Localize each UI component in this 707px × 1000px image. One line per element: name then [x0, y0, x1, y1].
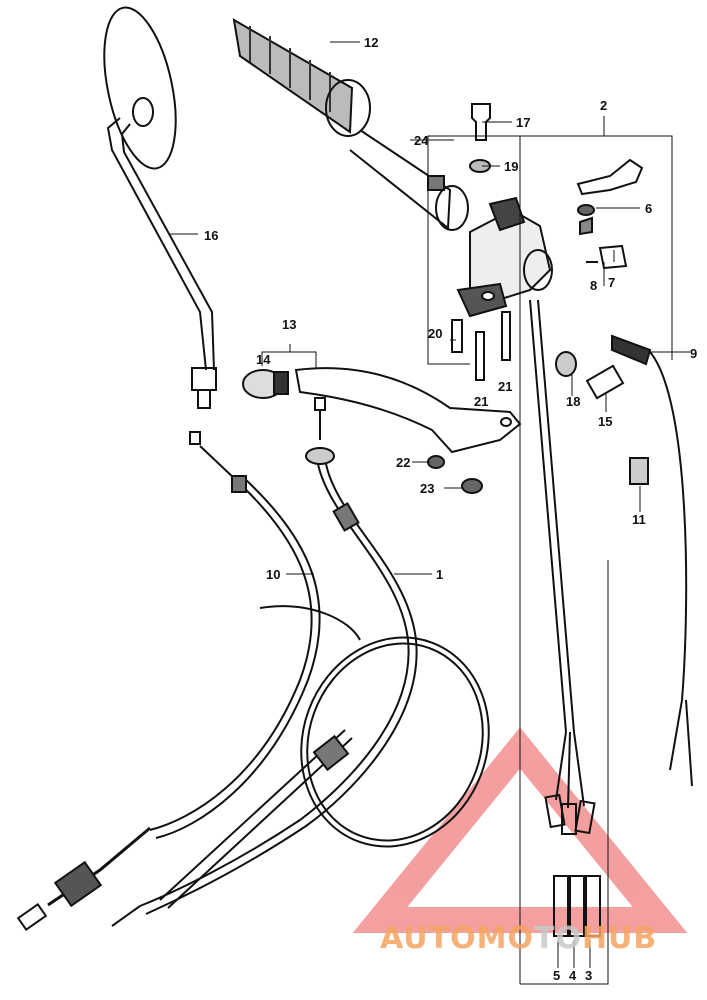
clutch-lever — [242, 367, 522, 454]
cable-10 — [16, 431, 321, 932]
callout-24: 24 — [414, 133, 429, 148]
callout-19: 19 — [504, 159, 518, 174]
callout-8: 8 — [590, 278, 597, 293]
callout-21b: 21 — [498, 379, 512, 394]
mirror-assembly — [103, 6, 217, 409]
callout-12: 12 — [364, 35, 378, 50]
callout-23: 23 — [420, 481, 434, 496]
callout-18: 18 — [566, 394, 580, 409]
callout-4: 4 — [569, 968, 577, 983]
watermark-text-grey: TO — [534, 921, 582, 956]
callout-21a: 21 — [474, 394, 488, 409]
callout-17: 17 — [516, 115, 530, 130]
callout-15: 15 — [598, 414, 612, 429]
lever-bracket — [456, 196, 553, 318]
callout-22: 22 — [396, 455, 410, 470]
callout-3: 3 — [585, 968, 592, 983]
callout-20: 20 — [428, 326, 442, 341]
callout-2: 2 — [600, 98, 607, 113]
callout-7: 7 — [608, 275, 615, 290]
watermark-text-orange: AUTOMO — [380, 921, 534, 956]
callout-labels: 1 2 3 4 5 6 7 8 9 10 11 12 13 14 15 16 1… — [204, 35, 697, 983]
callout-11: 11 — [632, 512, 646, 527]
callout-6: 6 — [645, 201, 652, 216]
cable-1 — [111, 397, 418, 927]
callout-16: 16 — [204, 228, 218, 243]
callout-14: 14 — [256, 352, 271, 367]
callout-13: 13 — [282, 317, 296, 332]
cable-loops — [159, 605, 490, 909]
callout-5: 5 — [553, 968, 560, 983]
grip-throttle — [232, 18, 469, 231]
watermark-text: AUTOMOTOHUB — [380, 921, 657, 956]
callout-1: 1 — [436, 567, 443, 582]
watermark-text-orange-end: HUB — [582, 921, 657, 956]
leader-lines — [170, 41, 690, 985]
small-parts — [427, 103, 693, 787]
callout-10: 10 — [266, 567, 280, 582]
callout-9: 9 — [690, 346, 697, 361]
switch-wiring — [529, 299, 601, 937]
svg-text:AUTOMOTOHUB: AUTOMOTOHUB — [380, 921, 657, 956]
